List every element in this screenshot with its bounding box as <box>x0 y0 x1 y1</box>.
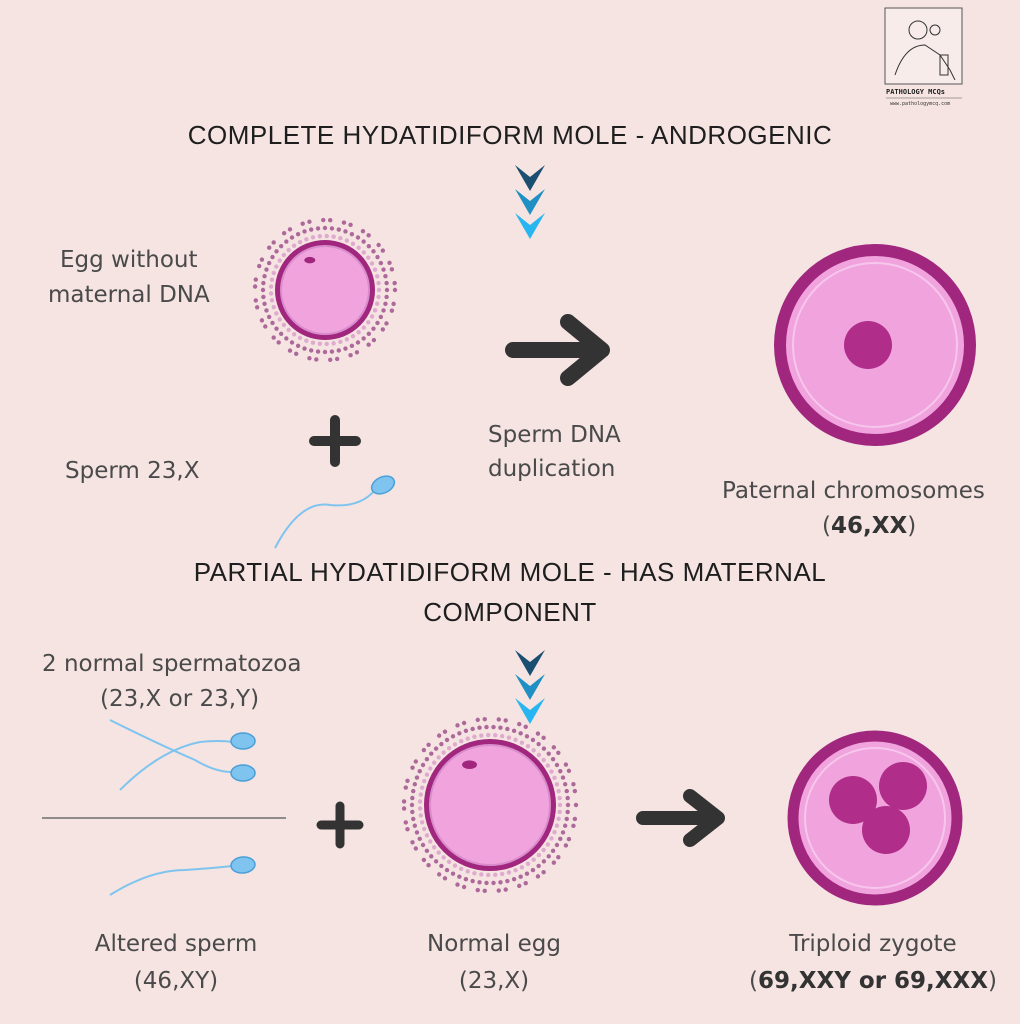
altered-sperm-label: Altered sperm <box>94 931 258 957</box>
sperm-karyotype: (23,X or 23,Y) <box>100 686 260 712</box>
plus-icon <box>316 801 364 849</box>
sperm-label: 2 normal spermatozoa <box>42 651 302 677</box>
normal-egg-label: Normal egg <box>427 931 561 957</box>
triploid-karyotype: (69,XXY or 69,XXX) <box>749 968 997 994</box>
sperm-head <box>230 732 256 750</box>
sperm-label: Sperm 23,X <box>65 458 200 484</box>
down-chevrons-icon <box>515 165 545 239</box>
plus-icon <box>309 415 361 467</box>
right-arrow-icon <box>636 789 725 847</box>
partial-mole-title: PARTIAL HYDATIDIFORM MOLE - HAS MATERNAL <box>193 557 827 587</box>
paternal-zygote <box>774 244 976 446</box>
sperm-cells <box>109 475 396 896</box>
result-karyotype: (46,XX) <box>822 513 917 539</box>
egg-without-maternal-dna <box>252 217 398 363</box>
partial-mole-title: COMPONENT <box>423 597 597 627</box>
result-label: Paternal chromosomes <box>722 478 985 504</box>
chevron-down-icon <box>515 165 545 191</box>
triploid-zygote <box>787 730 963 906</box>
right-arrow-icon <box>505 314 610 386</box>
process-label: Sperm DNA <box>488 422 621 448</box>
sperm-head <box>370 475 396 495</box>
chevron-down-icon <box>515 650 545 676</box>
down-chevrons-icon <box>515 650 545 724</box>
sperm-tail <box>274 489 376 549</box>
sperm-tail <box>119 740 233 791</box>
triploid-label: Triploid zygote <box>789 931 957 957</box>
sperm-tail <box>109 865 233 896</box>
sperm-head <box>230 764 256 782</box>
sperm-head <box>230 856 256 874</box>
pathology-mcqs-logo <box>884 7 963 99</box>
logo-url: www.pathologymcq.com <box>890 101 951 107</box>
sperm-tail <box>109 719 233 773</box>
normal-egg-karyotype: (23,X) <box>458 968 530 994</box>
altered-sperm-karyotype: (46,XY) <box>133 968 219 994</box>
egg-label: Egg without <box>60 247 198 273</box>
egg-label: maternal DNA <box>48 282 210 308</box>
chevron-down-icon <box>515 674 545 700</box>
complete-mole-title: COMPLETE HYDATIDIFORM MOLE - ANDROGENIC <box>187 120 833 150</box>
logo-name: PATHOLOGY MCQs <box>886 88 946 96</box>
chevron-down-icon <box>515 698 545 724</box>
process-label: duplication <box>488 456 616 482</box>
chevron-down-icon <box>515 189 545 215</box>
normal-egg <box>401 716 579 894</box>
chevron-down-icon <box>515 213 545 239</box>
